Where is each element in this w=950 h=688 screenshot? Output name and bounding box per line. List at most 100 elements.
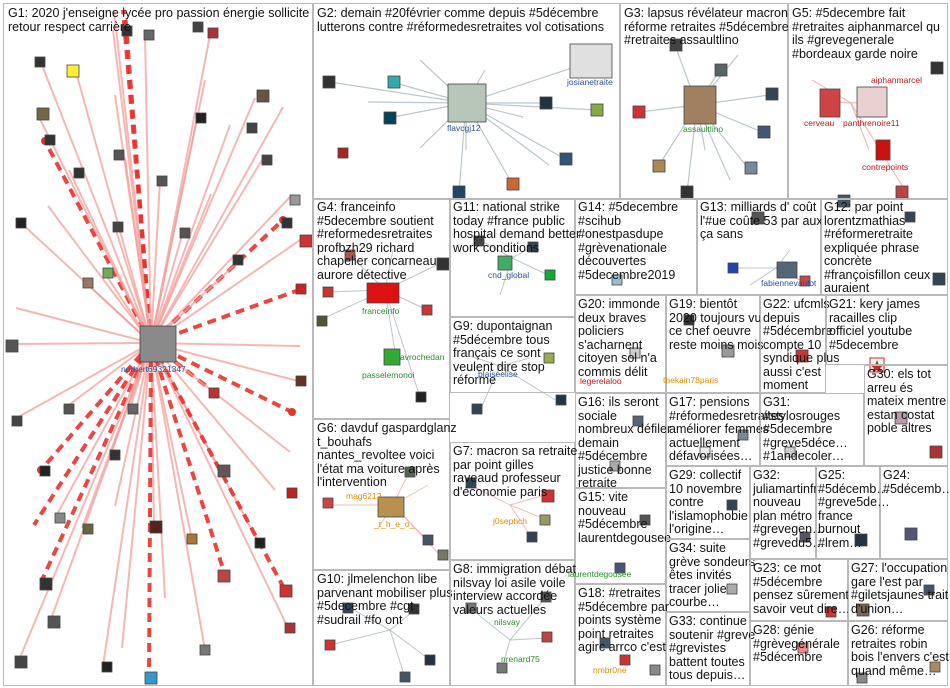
node-avatar [63, 403, 75, 415]
node-avatar [232, 254, 244, 266]
node-avatar [629, 347, 641, 359]
g1-edge [124, 157, 152, 344]
group-edge [384, 289, 421, 398]
g1-edge [144, 34, 152, 344]
node-avatar [765, 87, 779, 101]
node-avatar [322, 75, 336, 89]
group-cell-g30 [864, 365, 948, 466]
node-avatar [156, 175, 168, 187]
node-avatar [544, 269, 556, 281]
group-cell-g11 [450, 199, 575, 317]
node-avatar [344, 249, 356, 261]
node-avatar [894, 411, 908, 425]
g1-edge [47, 205, 152, 344]
group-edge [465, 61, 591, 104]
g1-edge [150, 288, 300, 345]
node-avatar [47, 615, 61, 629]
node-avatar [543, 352, 555, 364]
group-edge [469, 355, 501, 367]
node-avatar [36, 107, 50, 121]
group-cell-g1 [3, 3, 313, 686]
group-cell-g8 [450, 560, 575, 686]
group-edge [329, 81, 467, 104]
node-avatar [799, 531, 811, 543]
node-avatar [421, 304, 433, 316]
group-cell-g5 [788, 3, 948, 199]
node-label-legere: legerelaloo [580, 376, 622, 386]
group-cell-g25 [816, 466, 880, 559]
node-avatar [186, 533, 198, 545]
node-avatar [727, 262, 739, 274]
node-label-aiphan: aiphanmarcel [871, 75, 923, 85]
node-label-blaise: blaiseelise [478, 369, 518, 379]
group-cell-g19 [666, 295, 760, 393]
node-avatar [102, 267, 114, 279]
node-label-josiane: josianetraite [567, 77, 613, 87]
g1-edge [75, 71, 152, 344]
g1-edge [150, 342, 276, 491]
g1-edge [68, 169, 152, 344]
g1-edge [150, 193, 212, 344]
group-cell-g10 [313, 570, 450, 686]
node-avatar [387, 75, 401, 89]
node-avatar [289, 194, 301, 206]
node-avatar [127, 403, 139, 415]
node-label-assault: assaultlino [683, 124, 724, 134]
g1-edge [11, 342, 152, 345]
g1-edge [147, 342, 153, 677]
node-label-avroche: avrochedan [400, 352, 445, 362]
group-cell-g23 [750, 559, 848, 621]
node-avatar [39, 577, 53, 591]
g1-edge [64, 342, 152, 409]
group-cell-g15 [575, 488, 666, 584]
group-cell-g4 [313, 199, 450, 419]
group-edge [389, 629, 406, 679]
node-avatar [281, 217, 293, 229]
node-avatar [649, 664, 661, 676]
group-cell-g7 [450, 442, 575, 560]
node-avatar [929, 661, 941, 673]
group-cell-g24 [880, 466, 948, 559]
node-avatar [497, 255, 513, 271]
node-avatar [569, 43, 613, 79]
node-avatar [904, 211, 916, 223]
node-avatar [5, 339, 19, 353]
node-avatar [819, 88, 841, 118]
node-label-nrenard: nrenard75 [501, 654, 540, 664]
g1-edge [121, 342, 152, 649]
node-avatar [923, 584, 935, 596]
group-cell-g22 [760, 295, 826, 393]
node-avatar [54, 512, 66, 524]
group-cell-g20 [575, 295, 666, 393]
node-avatar [721, 344, 735, 358]
node-avatar [632, 415, 644, 427]
g1-edge [150, 342, 206, 651]
node-avatar [422, 534, 434, 546]
group-edge [469, 607, 511, 641]
node-label-fabienne: fabiennevaulot [761, 278, 817, 288]
node-avatar [284, 622, 296, 634]
group-edge [479, 365, 501, 411]
group-cell-g32 [750, 466, 816, 559]
node-avatar [399, 671, 411, 683]
node-label-laurentd: laurentdegousee [568, 569, 632, 579]
node-avatar [875, 139, 891, 161]
group-edge [349, 607, 391, 631]
node-avatar [856, 672, 868, 684]
group-edge [465, 102, 598, 111]
group-edge [329, 629, 391, 646]
g1-edge [12, 342, 152, 421]
group-cell-g6 [313, 419, 450, 570]
node-avatar [539, 96, 553, 110]
node-label-passele: passelemonoi [362, 370, 415, 380]
node-avatar [437, 549, 449, 561]
node-avatar [784, 446, 796, 458]
g1-edge [39, 59, 152, 344]
group-cell-g12 [821, 199, 948, 295]
node-avatar [555, 394, 567, 406]
node-avatar [192, 21, 204, 33]
node-avatar [737, 429, 749, 441]
g1-edge [114, 226, 152, 344]
node-avatar [112, 221, 124, 233]
